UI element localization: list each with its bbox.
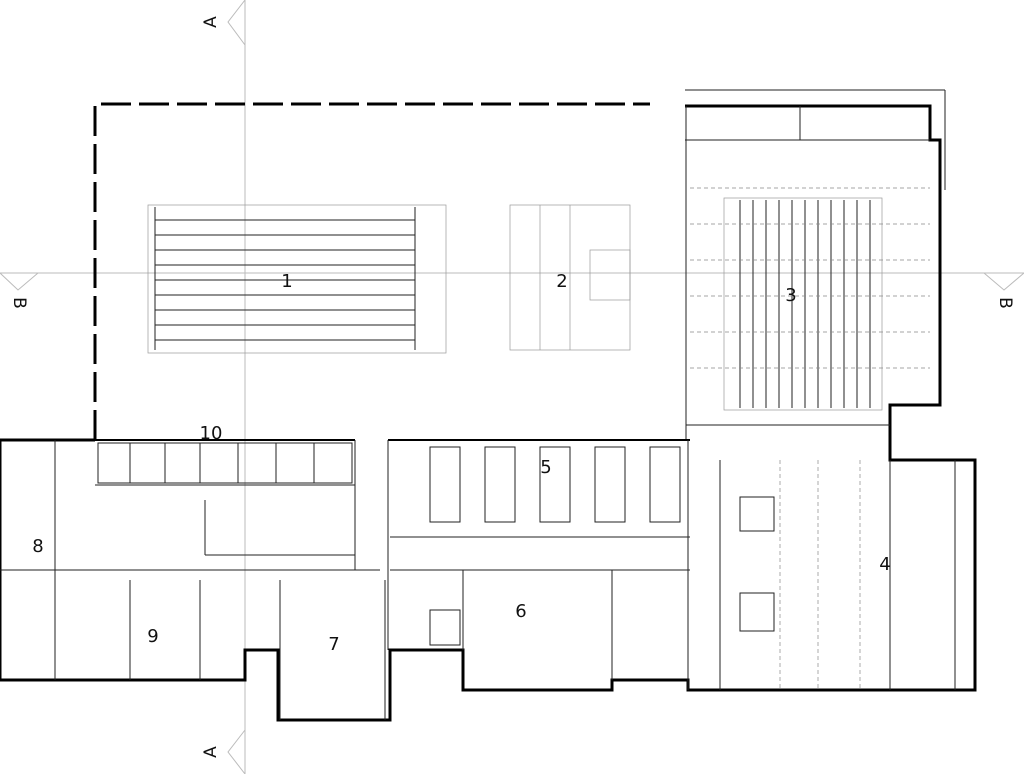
room-label-8: 8	[32, 536, 43, 557]
room-label-4: 4	[879, 554, 890, 575]
section-marker-b-left: B	[9, 297, 29, 309]
training-pool	[690, 187, 930, 411]
changing-cubicles	[97, 442, 775, 646]
room-label-9: 9	[147, 626, 158, 647]
section-marker-a-top: A	[201, 16, 221, 28]
building-walls	[0, 89, 977, 722]
section-marker-b-right: B	[995, 297, 1015, 309]
room-label-10: 10	[200, 423, 223, 444]
room-label-3: 3	[785, 285, 796, 306]
room-label-6: 6	[515, 601, 526, 622]
room-label-1: 1	[281, 271, 292, 292]
diving-pool	[509, 204, 631, 351]
room-label-7: 7	[328, 634, 339, 655]
pool-lanes	[147, 204, 447, 354]
room-label-5: 5	[540, 457, 551, 478]
section-marker-a-bottom: A	[201, 746, 221, 758]
room-label-2: 2	[556, 271, 567, 292]
